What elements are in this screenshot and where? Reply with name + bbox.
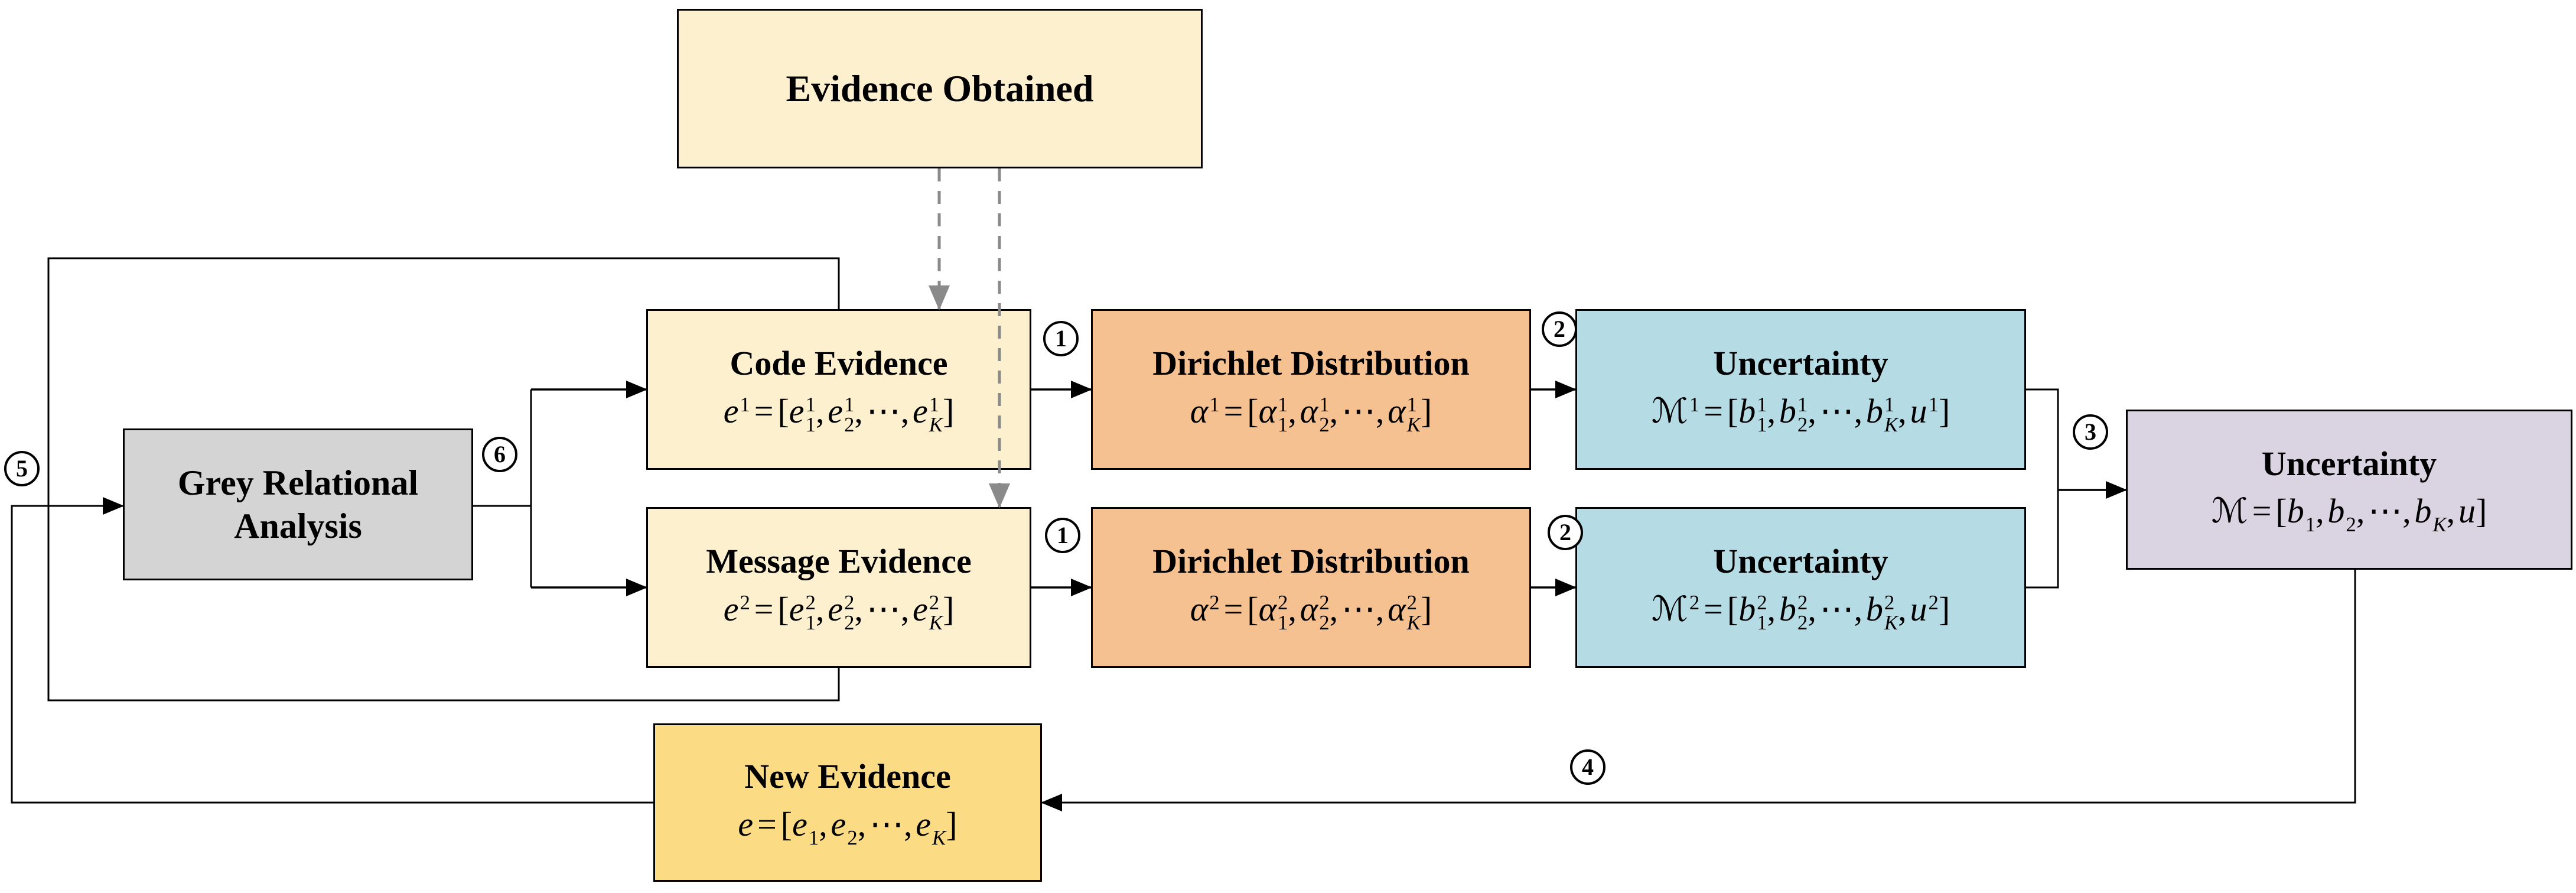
grey-relational-analysis-title-line1: Grey Relational bbox=[177, 463, 419, 502]
merge-uncertainty-lines bbox=[2026, 388, 2059, 589]
grey-relational-analysis-box: Grey Relational Analysis bbox=[123, 428, 473, 580]
uncertainty-fused-formula: ℳ=[b 1,b 2,⋯,b K,u] bbox=[2211, 492, 2487, 537]
uncertainty-2-title: Uncertainty bbox=[1713, 542, 1888, 581]
uncertainty-fused-box: Uncertainty ℳ=[b 1,b 2,⋯,b K,u] bbox=[2126, 410, 2572, 570]
step-5-badge: 5 bbox=[4, 451, 40, 486]
new-evidence-title: New Evidence bbox=[744, 757, 951, 796]
dirichlet-distribution-2-title: Dirichlet Distribution bbox=[1152, 542, 1470, 581]
step-4-badge: 4 bbox=[1570, 749, 1605, 785]
message-evidence-title: Message Evidence bbox=[706, 542, 972, 581]
step-2-badge-top: 2 bbox=[1542, 311, 1577, 347]
evidence-obtained-box: Evidence Obtained bbox=[677, 9, 1203, 168]
new-evidence-formula: e=[e 1,e 2,⋯,e K] bbox=[738, 804, 958, 849]
uncertainty-fused-title: Uncertainty bbox=[2261, 444, 2437, 483]
dirichlet-distribution-1-title: Dirichlet Distribution bbox=[1152, 344, 1470, 383]
grey-output-branch-lines bbox=[473, 389, 532, 587]
new-evidence-box: New Evidence e=[e 1,e 2,⋯,e K] bbox=[653, 723, 1042, 882]
step-6-badge: 6 bbox=[482, 437, 517, 472]
step-3-badge: 3 bbox=[2073, 414, 2108, 450]
code-evidence-title: Code Evidence bbox=[730, 344, 948, 383]
grey-relational-analysis-title-line2: Analysis bbox=[234, 506, 362, 545]
uncertainty-1-title: Uncertainty bbox=[1713, 344, 1888, 383]
evidence-obtained-title: Evidence Obtained bbox=[786, 67, 1094, 110]
step-2-badge-bottom: 2 bbox=[1548, 515, 1583, 550]
step-1-badge-top: 1 bbox=[1043, 321, 1079, 356]
step-1-badge-bottom: 1 bbox=[1045, 518, 1080, 553]
